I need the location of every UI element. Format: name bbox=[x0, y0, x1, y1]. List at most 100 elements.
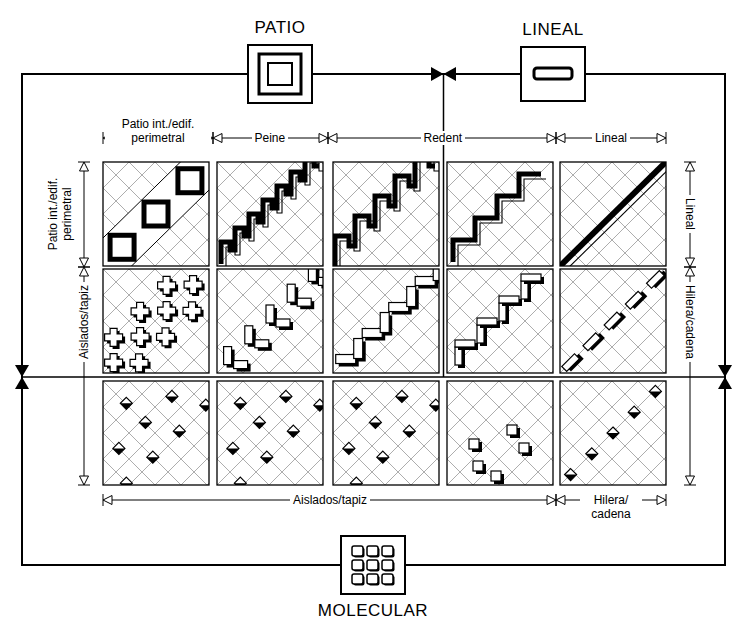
building-block bbox=[491, 471, 504, 484]
street-grid-line bbox=[447, 162, 551, 266]
block-band bbox=[103, 162, 209, 266]
block-roof bbox=[245, 326, 253, 344]
street-grid-line bbox=[612, 381, 666, 485]
street-grid-line bbox=[333, 381, 411, 485]
block-roof bbox=[354, 339, 363, 359]
cell-border bbox=[333, 269, 439, 373]
building-edge bbox=[340, 162, 439, 266]
morphology-cell bbox=[456, 157, 742, 276]
block-roof bbox=[255, 340, 269, 348]
building-block bbox=[499, 296, 522, 306]
building-cube bbox=[227, 442, 239, 454]
cell-border bbox=[333, 381, 439, 485]
building-block bbox=[604, 310, 626, 332]
cell-ground bbox=[447, 269, 553, 373]
cell-border bbox=[560, 269, 666, 373]
cube-shadow bbox=[280, 396, 292, 402]
street-grid-line bbox=[217, 381, 243, 485]
building-block bbox=[255, 340, 272, 351]
street-grid-line bbox=[333, 269, 437, 373]
cell-border bbox=[217, 162, 323, 266]
dimension-label: Redent bbox=[421, 131, 466, 145]
cell-content bbox=[447, 381, 553, 485]
cross-building bbox=[130, 354, 148, 372]
cell-border bbox=[560, 162, 666, 266]
cell-content bbox=[103, 269, 209, 373]
dimension-label: Hilera/ cadena bbox=[580, 493, 642, 521]
building-block bbox=[507, 425, 520, 438]
street-grid-line bbox=[499, 269, 553, 373]
street-grid-line bbox=[295, 381, 323, 485]
cube-shadow bbox=[120, 403, 132, 409]
street-grid-line bbox=[638, 381, 666, 485]
block-roof bbox=[433, 269, 439, 281]
street-grid-line bbox=[155, 381, 209, 485]
street-grid-line bbox=[333, 381, 359, 485]
street-grid-line bbox=[103, 381, 207, 485]
street-grid-line bbox=[217, 381, 295, 485]
street-grid-line bbox=[269, 381, 323, 485]
building-cube bbox=[166, 390, 178, 402]
cell-content bbox=[560, 162, 666, 266]
block-roof bbox=[625, 291, 643, 309]
block-roof bbox=[297, 298, 311, 306]
morphology-cell bbox=[456, 268, 742, 373]
block-roof bbox=[234, 361, 248, 369]
street-grid-line bbox=[525, 269, 553, 373]
dimension-arrow bbox=[686, 267, 695, 276]
frame-connector bbox=[406, 74, 725, 565]
cross-building bbox=[183, 302, 201, 320]
building-block bbox=[234, 361, 251, 372]
building-block bbox=[318, 277, 323, 288]
cell-content bbox=[103, 381, 209, 485]
building-block bbox=[473, 461, 486, 474]
building-block bbox=[583, 331, 605, 353]
street-grid-line bbox=[447, 381, 525, 485]
street-grid-line bbox=[525, 381, 553, 485]
cube-shadow bbox=[565, 475, 577, 481]
building-cube bbox=[147, 451, 159, 463]
dimension-label: Lineal bbox=[592, 131, 630, 145]
cube-shadow bbox=[430, 405, 439, 411]
building-cube bbox=[139, 416, 151, 428]
building-band bbox=[560, 162, 666, 266]
block-roof bbox=[308, 269, 316, 281]
building-cube bbox=[396, 390, 408, 402]
block-roof bbox=[477, 318, 497, 325]
building-block bbox=[499, 303, 509, 324]
cell-border bbox=[447, 269, 553, 373]
dimension-arrow bbox=[686, 162, 695, 171]
cell-content bbox=[447, 162, 553, 266]
dimension-arrow bbox=[319, 134, 328, 143]
cell-border bbox=[103, 269, 209, 373]
block-roof bbox=[407, 287, 416, 307]
cell-content bbox=[217, 269, 323, 373]
building-cube bbox=[628, 406, 640, 418]
cube-shadow bbox=[403, 431, 415, 437]
street-grid-line bbox=[560, 381, 638, 485]
building-edge bbox=[458, 179, 546, 266]
building-block bbox=[224, 347, 235, 368]
building-block bbox=[407, 287, 419, 310]
street-grid-line bbox=[385, 381, 439, 485]
dimension-arrow bbox=[556, 496, 565, 505]
cube-shadow bbox=[253, 422, 265, 428]
cube-shadow bbox=[200, 405, 209, 411]
block-roof bbox=[318, 277, 323, 285]
street-grid-line bbox=[447, 269, 473, 373]
dimension-arrow bbox=[657, 496, 666, 505]
street-grid-line bbox=[499, 381, 553, 485]
cell-ground bbox=[560, 269, 666, 373]
building-block bbox=[477, 318, 500, 328]
street-grid-line bbox=[103, 269, 129, 373]
cube-shadow bbox=[369, 422, 381, 428]
cell-border bbox=[333, 162, 439, 266]
block-roof bbox=[469, 439, 479, 449]
street-grid-line bbox=[560, 381, 638, 485]
street-grid-line bbox=[217, 381, 321, 485]
divider-line bbox=[443, 74, 445, 377]
dimension-arrow bbox=[213, 134, 222, 143]
street-grid-line bbox=[560, 269, 586, 373]
